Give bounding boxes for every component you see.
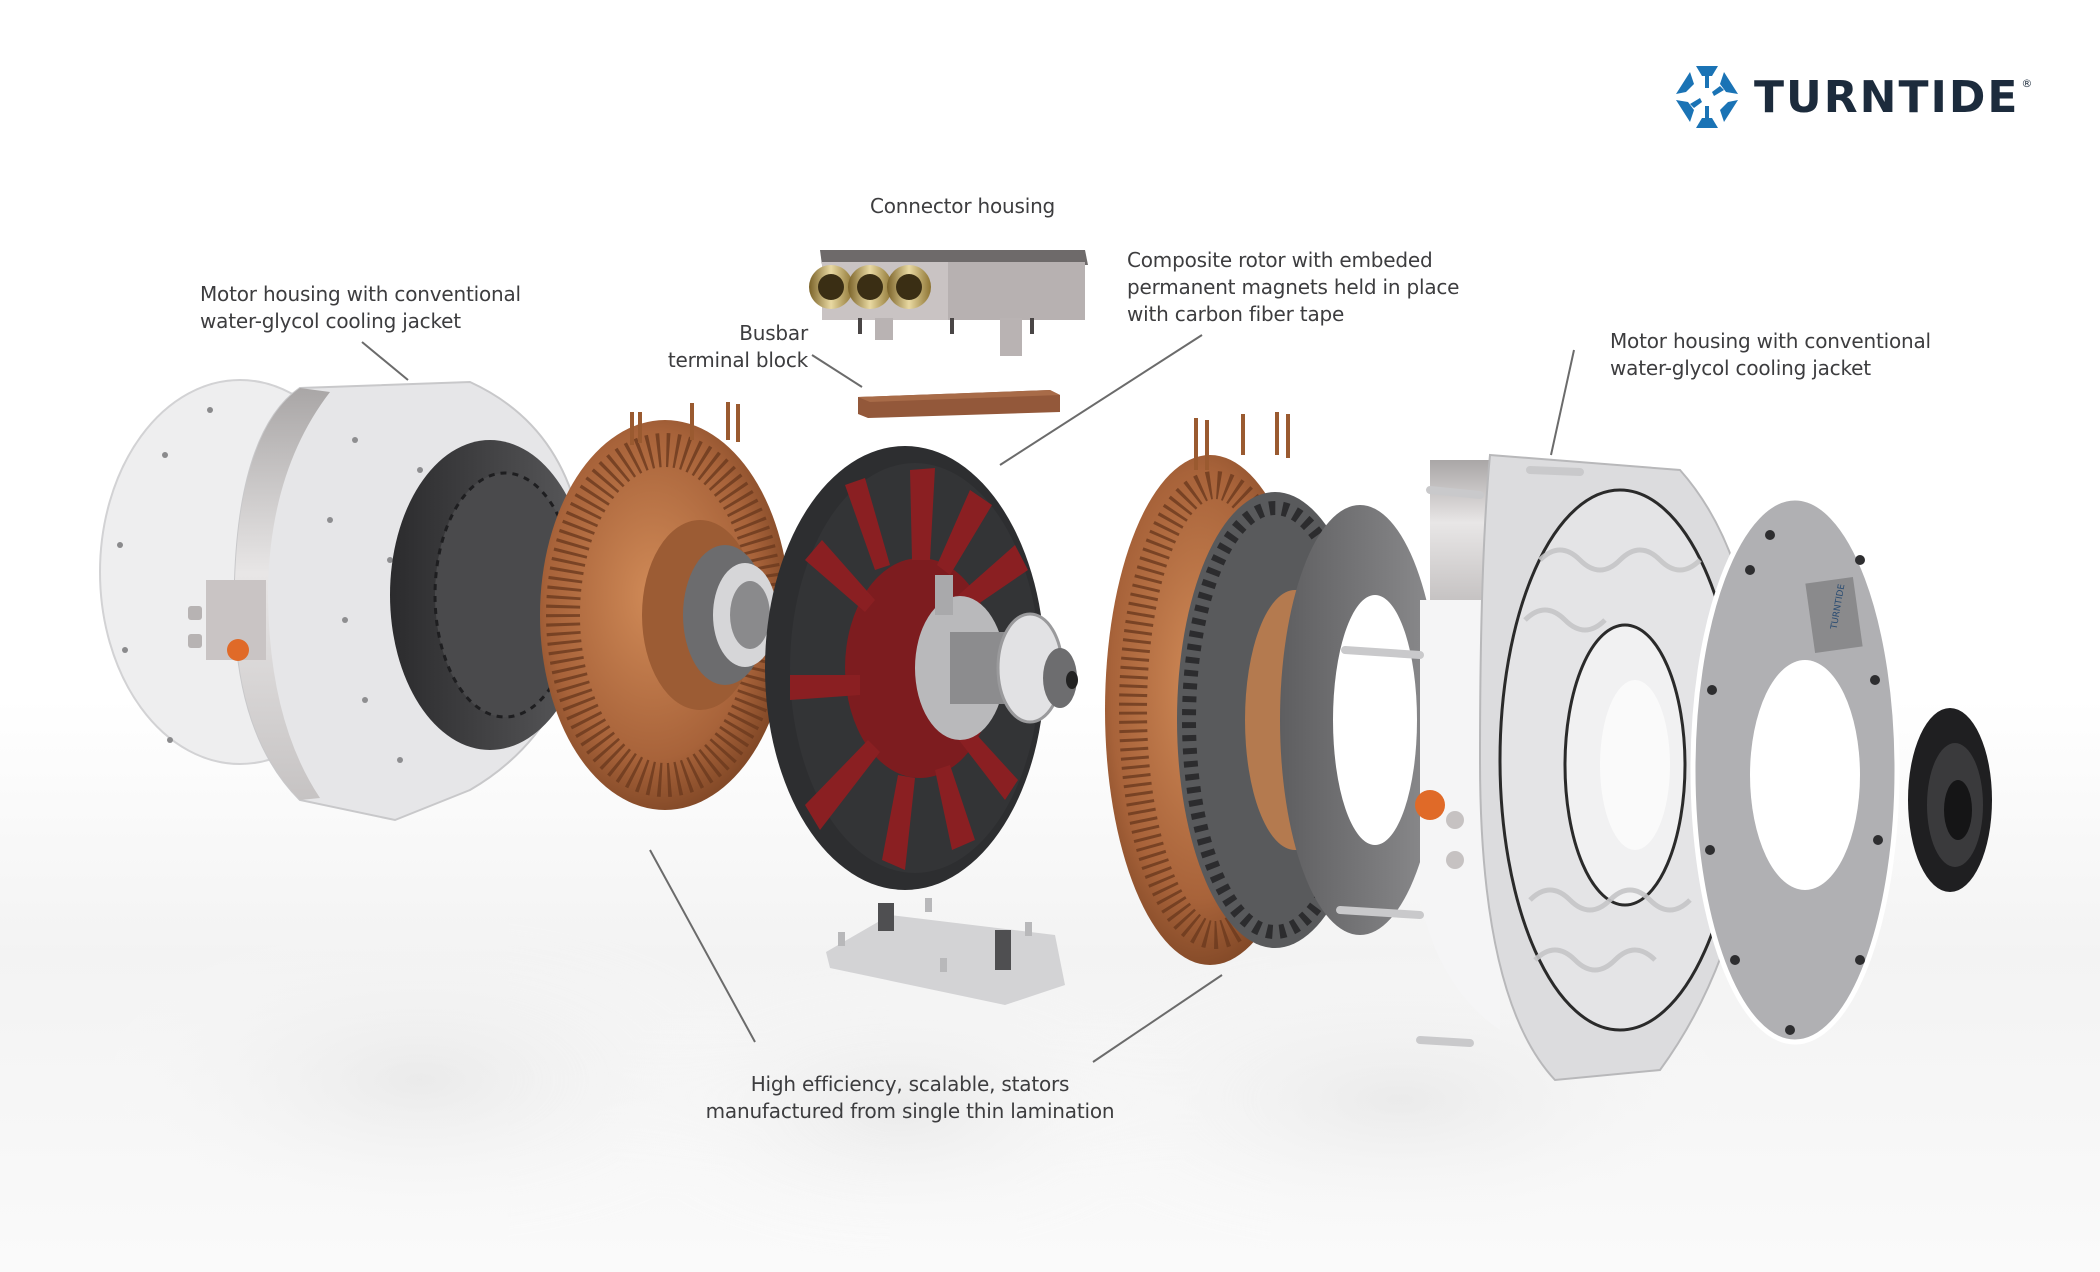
turntide-logo: TURNTIDE ® [1672,64,2032,130]
callout-text: High efficiency, scalable, stators [750,1072,1070,1096]
callout-busbar-terminal-block: Busbar terminal block [660,320,808,374]
right-motor-housing [1336,453,1762,1082]
callout-text: permanent magnets held in place [1127,275,1460,299]
leader-lines [361,334,1575,1063]
cable-gland-group [809,265,931,309]
rotor-shaft [950,612,1078,724]
callout-text: Busbar [739,321,808,345]
callout-text: with carbon fiber tape [1127,302,1345,326]
callout-text: Motor housing with conventional [1610,329,1931,353]
connector-housing [809,250,1088,356]
leader-line-housing-right [1550,349,1575,456]
callout-motor-housing-left: Motor housing with conventional water-gl… [200,281,521,335]
callout-connector-housing: Connector housing [870,193,1055,220]
composite-rotor [765,446,1045,890]
leader-line-housing-left [361,341,409,381]
left-stator-lamination [390,440,590,750]
coolant-port-orange [1415,790,1445,820]
leader-line-stator-left [649,849,756,1043]
callout-text: Connector housing [870,194,1056,218]
callout-text: water-glycol cooling jacket [200,309,461,333]
callout-text: Composite rotor with embeded [1127,248,1433,272]
callout-text: manufactured from single thin lamination [705,1099,1115,1123]
right-end-plate: TURNTIDE [1690,495,1900,1045]
callout-text: terminal block [667,348,808,372]
coolant-port-orange [227,639,249,661]
busbar-terminal-block [858,390,1060,418]
leader-line-stator-right [1092,974,1223,1063]
brand-name: TURNTIDE [1754,71,2020,123]
leader-line-busbar [811,354,863,388]
callout-text: Motor housing with conventional [200,282,521,306]
right-spacer-ring [1280,505,1440,935]
left-stator-winding [540,402,790,810]
output-flange [1908,708,1992,892]
leader-line-rotor [999,334,1203,466]
callout-text: water-glycol cooling jacket [1610,356,1871,380]
turntide-hex-arrows-icon [1676,66,1738,128]
registered-mark: ® [2021,76,2033,90]
callout-composite-rotor: Composite rotor with embeded permanent m… [1127,247,1459,328]
callout-motor-housing-right: Motor housing with conventional water-gl… [1610,328,1931,382]
bottom-plate [826,898,1065,1005]
callout-stators: High efficiency, scalable, stators manuf… [700,1071,1120,1125]
